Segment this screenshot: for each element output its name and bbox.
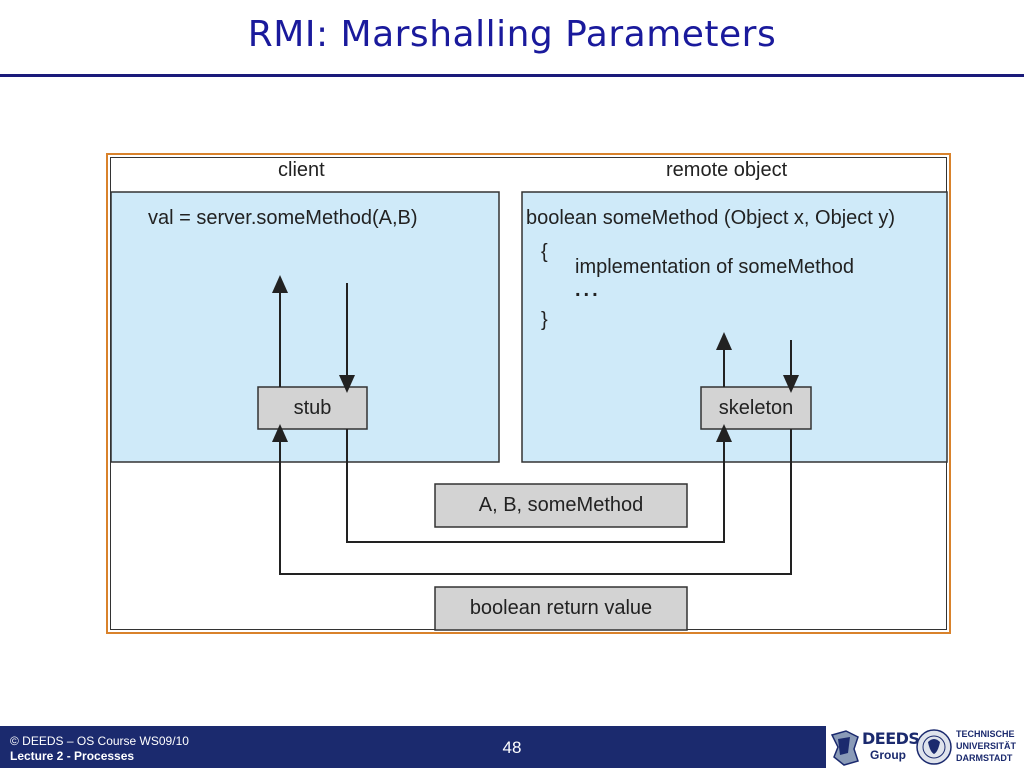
implementation-text: implementation of someMethod	[575, 256, 855, 278]
deeds-group-text: Group	[870, 748, 906, 762]
rmi-diagram: client remote object val = server.someMe…	[106, 153, 951, 634]
arrow-request-path	[346, 424, 732, 543]
tu-text-line-2: UNIVERSITÄT	[956, 741, 1017, 751]
footer-copyright: © DEEDS – OS Course WS09/10	[10, 734, 189, 748]
remote-object-label: remote object	[666, 159, 788, 181]
skeleton-label: skeleton	[718, 397, 794, 419]
footer-logos: DEEDS Group TECHNISCHE UNIVERSITÄT DARMS…	[826, 726, 1024, 768]
method-signature-text: boolean someMethod (Object x, Object y)	[526, 207, 896, 229]
skeleton-box	[700, 386, 812, 430]
client-call-text: val = server.someMethod(A,B)	[148, 207, 418, 229]
deeds-logo-icon	[830, 730, 859, 766]
ellipsis-text: ...	[575, 279, 601, 301]
request-message-box	[434, 483, 688, 528]
stub-label: stub	[293, 397, 332, 419]
title-divider	[0, 74, 1024, 77]
response-message-label: boolean return value	[469, 597, 653, 619]
footer-lecture: Lecture 2 - Processes	[10, 749, 135, 763]
deeds-logo-text: DEEDS	[862, 729, 920, 748]
close-brace: }	[541, 309, 548, 331]
page-number: 48	[502, 738, 522, 757]
request-message-label: A, B, someMethod	[478, 494, 644, 516]
client-label: client	[278, 159, 325, 181]
response-message-box	[434, 586, 688, 631]
tu-text-line-1: TECHNISCHE	[956, 729, 1015, 739]
tu-darmstadt-seal-icon	[916, 729, 952, 765]
slide-title: RMI: Marshalling Parameters	[247, 14, 777, 55]
diagram-canvas	[110, 191, 948, 631]
open-brace: {	[541, 241, 548, 263]
stub-box	[257, 386, 368, 430]
footer-bar: © DEEDS – OS Course WS09/10 Lecture 2 - …	[0, 726, 1024, 768]
arrow-response-path	[272, 424, 792, 575]
tu-darmstadt-text: TECHNISCHE UNIVERSITÄT DARMSTADT	[956, 728, 1016, 764]
tu-text-line-3: DARMSTADT	[956, 753, 1013, 763]
